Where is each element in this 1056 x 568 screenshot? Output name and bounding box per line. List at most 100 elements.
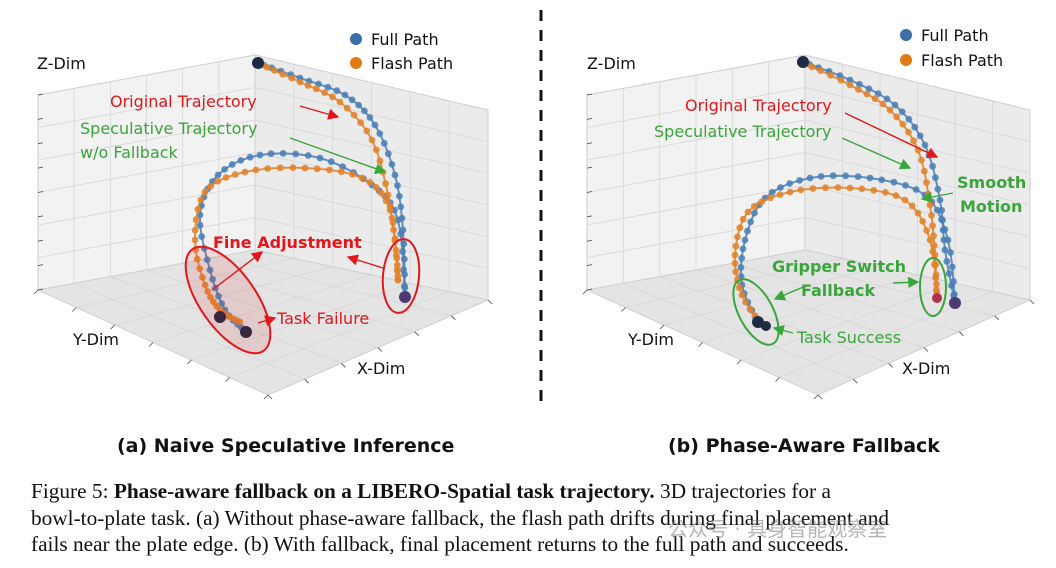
panel-a-failure-label: Task Failure	[276, 309, 369, 328]
panel-b-flash-path-return-point	[908, 202, 916, 210]
panel-a-flash-path-return-point	[201, 188, 209, 196]
panel-b-full-path-outbound-point	[865, 85, 873, 93]
panel-b-full-path-outbound-point	[941, 246, 949, 254]
panel-a-full-path-return-point	[316, 154, 324, 162]
panel-a-full-path-outbound-point	[396, 192, 403, 200]
panel-a-full-path-outbound-point	[397, 203, 405, 211]
panel-b-full-path-outbound-point	[846, 76, 854, 84]
panel-a-flash-path-return-point	[241, 168, 249, 176]
panel-b-flash-path-outbound-point	[924, 190, 932, 198]
panel-a-full-path-return-point	[304, 152, 312, 159]
caption-prefix: Figure 5:	[31, 479, 114, 503]
panel-a-full-path-return-point	[221, 166, 229, 173]
panel-b-flash-path-outbound-point	[837, 76, 845, 84]
panel-b-flash-path-outbound-point	[808, 63, 816, 71]
panel-b-full-path-return-point	[739, 245, 747, 253]
panel-a-flash-path-return-point	[201, 281, 209, 289]
panel-b-full-path-return-point	[941, 226, 949, 233]
panel-a-flash-path-return-point	[392, 251, 400, 259]
panel-b-gripper-arrow-left	[773, 284, 809, 301]
panel-a-legend-full-marker	[350, 33, 362, 45]
panel-a-end-ellipse	[381, 238, 421, 314]
panel-a-full-path-return-point	[196, 211, 204, 219]
panel-b-pick-point	[949, 297, 961, 309]
panel-a-flash-path-outbound-point	[312, 85, 320, 93]
panel-b-full-path-return-point	[744, 227, 751, 235]
panel-a-flash-path-return-point	[231, 171, 239, 178]
panel-b-flash-path-outbound-point	[928, 212, 935, 219]
panel-a-flash-path-return-point	[199, 273, 206, 281]
panel-a-failure-arrow	[257, 315, 277, 327]
panel-a-flash-path-outbound-point	[321, 89, 328, 96]
panel-b-full-path-outbound-point	[921, 141, 929, 149]
panel-a-full-path-outbound-point	[361, 107, 368, 115]
panel-b-start-point	[797, 56, 809, 68]
panel-b-full-path-outbound-point	[856, 80, 863, 88]
panel-a-failure-ellipse	[184, 245, 272, 355]
panel-a-full-path-return-point	[237, 157, 245, 164]
panel-b-legend-flash-marker	[900, 54, 912, 66]
panel-b-z-axis-label: Z-Dim	[587, 54, 636, 73]
panel-b-flash-path-outbound-point	[827, 71, 834, 79]
panel-b-full-path-return-point	[829, 172, 837, 180]
panel-b-flash-path-return-point	[767, 194, 774, 202]
panel-b-full-path-return-point	[944, 236, 952, 244]
panel-b-flash-path-return-point	[734, 233, 741, 241]
panel-b-flash-path-outbound-point	[846, 81, 854, 89]
panel-a-flash-path-outbound-point	[368, 136, 376, 144]
panel-a-legend: Full Path Flash Path	[350, 30, 453, 73]
panel-a-full-path-outbound-point	[371, 121, 379, 129]
panel-a-full-path-outbound-point	[333, 87, 341, 95]
panel-a-full-path-return-point	[394, 216, 402, 224]
panel-b-flash-path-return-point	[776, 191, 784, 199]
panel-b-flash-path-outbound-point	[923, 179, 930, 187]
panel-b-full-path-return-point	[777, 184, 784, 191]
panel-b-flash-path-return-point	[750, 202, 758, 210]
watermark: 公众号 · 具身智能观察室	[668, 517, 888, 541]
panel-a-full-path-return-point	[327, 158, 335, 166]
panel-b-full-path-outbound-point	[936, 196, 944, 204]
panel-b-full-path-return-point	[768, 188, 776, 196]
panel-a-full-path-return-point	[196, 221, 204, 229]
panel-b-full-path-outbound-point	[932, 174, 939, 182]
panel-b-flash-path-outbound-point	[817, 67, 824, 75]
panel-b-gripper-label: Gripper Switch	[772, 257, 906, 276]
panel-b-end-point-2	[761, 321, 771, 331]
panel-a-flash-path-return-point	[301, 164, 309, 172]
panel-a-flash-path-return-point	[289, 164, 297, 172]
panel-b-flash-path-outbound-point	[918, 156, 925, 164]
panel-a-flash-path-outbound-point	[288, 74, 296, 82]
panel-b-full-path-outbound-point	[874, 90, 882, 97]
panel-a-full-path-outbound-point	[324, 83, 332, 91]
panel-b-full-path-return-point	[866, 174, 874, 182]
panel-a-flash-path-outbound-point	[382, 180, 389, 188]
panel-b-gripper-arrow-right	[892, 276, 920, 288]
panel-a-pick-point	[399, 291, 411, 303]
panel-a-full-path-return-point	[246, 153, 254, 161]
panel-b-full-path-outbound-point	[945, 270, 953, 277]
panel-b-full-path-outbound-point	[916, 132, 924, 140]
panel-a-flash-path-return-point	[192, 216, 200, 224]
panel-b-full-path-outbound-point	[911, 123, 919, 131]
panel-b-full-path-return-point	[878, 176, 886, 184]
panel-b-end-point	[752, 316, 764, 328]
panel-b-x-axis-label: X-Dim	[902, 359, 950, 378]
panel-a-speculative-label: Speculative Trajectory	[80, 119, 257, 138]
panel-a-full-path-return-point	[198, 233, 206, 241]
panel-a-legend-full-label: Full Path	[371, 30, 439, 49]
caption-line-2: bowl-to-plate task. (a) Without phase-aw…	[31, 505, 890, 530]
panel-b-flash-path-return-point	[892, 192, 900, 200]
panel-a-full-path-outbound-point	[376, 130, 384, 138]
panel-a-flash-path-return-point	[204, 288, 212, 295]
panel-a-flash-path-outbound-point	[373, 146, 380, 154]
panel-b-original-label: Original Trajectory	[685, 96, 832, 115]
panel-a-full-path-outbound-point	[388, 161, 396, 168]
panel-a-flash-path-return-point	[349, 171, 356, 178]
panel-a-full-path-return-point	[215, 292, 222, 300]
panel-a-axes-box	[33, 54, 493, 400]
panel-a-speculative-arrow	[289, 137, 387, 174]
panel-a-flash-path-return-point	[197, 196, 205, 204]
panel-b-legend: Full Path Flash Path	[900, 26, 1003, 70]
panel-b-flash-path-return-point	[931, 261, 938, 269]
panel-b-flash-path-return-point	[746, 305, 754, 313]
